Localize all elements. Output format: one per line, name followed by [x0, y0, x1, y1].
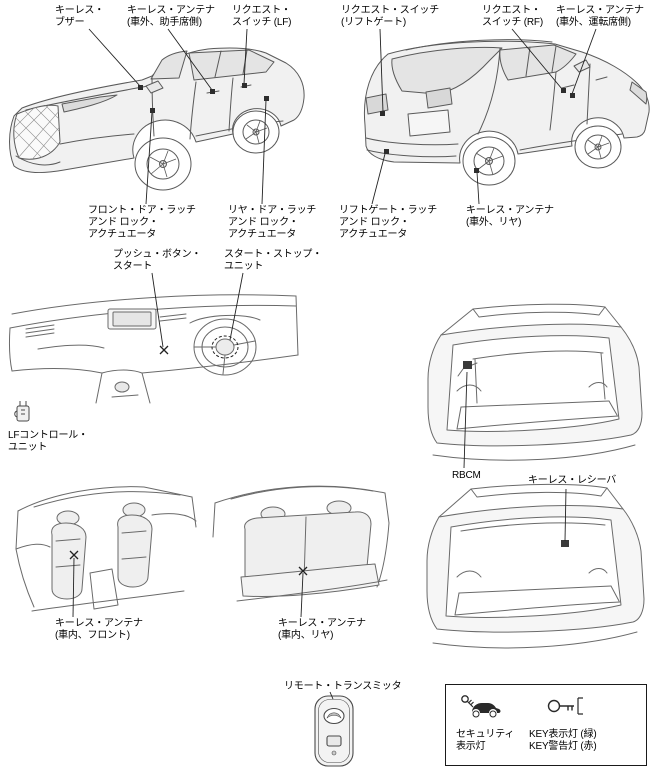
fob-button [326, 735, 342, 747]
label-rbcm: RBCM [452, 470, 481, 481]
rbcm-unit [463, 361, 472, 369]
label-liftgate-latch: リフトゲート・ラッチ アンド ロック・ アクチュエータ [339, 205, 437, 240]
fob-emblem [323, 707, 345, 725]
label-keyless-receiver: キーレス・レシーバ [528, 475, 617, 486]
seat-right [117, 514, 153, 588]
side-vent [25, 324, 55, 338]
label-request-switch-lf: リクエスト・ スイッチ (LF) [232, 5, 292, 28]
taillight-right [425, 87, 453, 109]
liftgate-seam [477, 47, 501, 135]
lf-control-unit-icon [14, 401, 30, 422]
label-security-indicator: セキュリティ 表示灯 [456, 729, 515, 752]
dashboard-view [8, 294, 299, 404]
license-recess [407, 109, 451, 137]
rear-window [391, 46, 503, 95]
cargo-area-view-receiver [426, 483, 645, 649]
rear-wheel [232, 110, 280, 154]
interior-rear-seats-view [212, 485, 390, 602]
label-keyless-buzzer: キーレス・ ブザー [55, 5, 104, 28]
door-mirror [145, 80, 164, 94]
label-remote-transmitter: リモート・トランスミッタ [284, 681, 402, 692]
label-antenna-out-passenger: キーレス・アンテナ (車外、助手席側) [127, 5, 215, 28]
label-lf-control-unit: LFコントロール・ ユニット [8, 430, 88, 453]
cargo-opening [445, 516, 622, 618]
rear-cushion [240, 563, 380, 598]
label-push-button-start: プッシュ・ボタン・ スタート [113, 249, 202, 272]
indicator-legend-box: セキュリティ 表示灯 KEY表示灯 (緑) KEY警告灯 (赤) [445, 684, 647, 766]
taillight-left [365, 93, 389, 115]
front-wheel [134, 137, 192, 191]
label-antenna-in-rear: キーレス・アンテナ (車内、リヤ) [278, 618, 366, 641]
center-console [89, 568, 119, 610]
open-liftgate [440, 303, 622, 336]
remote-transmitter-drawing [314, 695, 354, 767]
front-grille [13, 104, 61, 160]
car-rear-quarter-view [363, 39, 650, 186]
key-indicator-icon [547, 697, 583, 715]
security-indicator-icon [461, 695, 501, 718]
label-request-switch-rf: リクエスト・ スイッチ (RF) [482, 5, 543, 28]
keyless-receiver-unit [561, 540, 569, 547]
seat-left [51, 522, 87, 600]
center-vent [159, 313, 187, 322]
label-antenna-out-driver: キーレス・アンテナ (車外、運転席側) [556, 5, 644, 28]
label-antenna-out-rear: キーレス・アンテナ (車外、リヤ) [466, 205, 554, 228]
label-front-door-latch: フロント・ドア・ラッチ アンド ロック・ アクチュエータ [88, 205, 196, 240]
cluster-hood [189, 314, 261, 324]
label-request-switch-liftgate: リクエスト・スイッチ (リフトゲート) [341, 5, 439, 28]
open-liftgate [438, 483, 624, 518]
headlight [61, 94, 118, 113]
car-front-quarter-view [9, 47, 305, 191]
front-wheel [574, 125, 622, 169]
shift-knob [114, 381, 130, 393]
rear-wheel [462, 136, 516, 186]
interior-front-seats-view [15, 486, 197, 612]
label-start-stop-unit: スタート・ストップ・ ユニット [224, 249, 322, 272]
label-rear-door-latch: リヤ・ドア・ラッチ アンド ロック・ アクチュエータ [228, 205, 317, 240]
label-key-indicator: KEY表示灯 (緑) KEY警告灯 (赤) [529, 729, 597, 752]
headlight [629, 81, 648, 105]
cargo-area-view-rbcm [427, 303, 643, 461]
label-antenna-in-front: キーレス・アンテナ (車内、フロント) [55, 618, 143, 641]
cargo-opening [446, 335, 620, 432]
